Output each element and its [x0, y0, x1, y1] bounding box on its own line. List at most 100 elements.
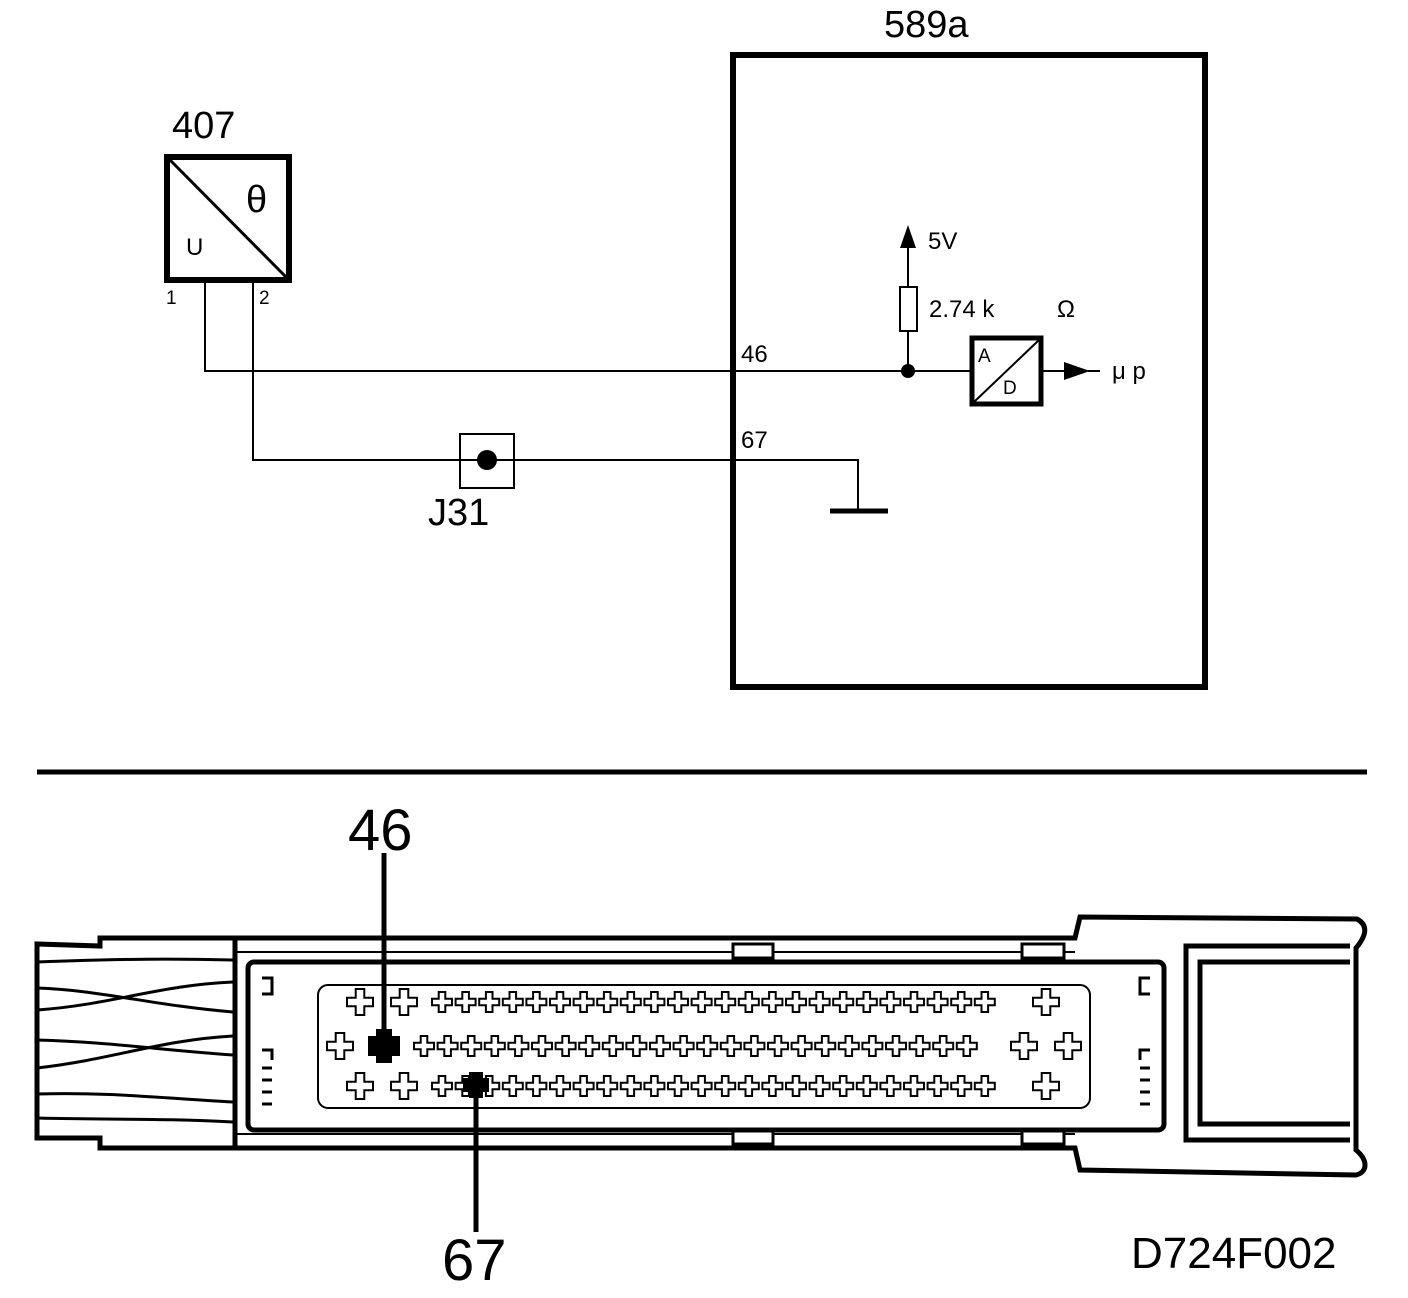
- pin-cavity: [832, 1075, 855, 1097]
- pin-cavity: [926, 991, 949, 1013]
- pin-cavity: [808, 1075, 831, 1097]
- signal-wire: [204, 283, 908, 372]
- ecu-pin-46-label: 46: [741, 341, 768, 368]
- supply-label: 5V: [928, 228, 957, 255]
- pin-cavity: [790, 1035, 813, 1057]
- pin-cavity: [1010, 1032, 1038, 1060]
- pin-cavity: [1032, 988, 1060, 1016]
- pin-cavity: [714, 1075, 737, 1097]
- cable-bundle: [34, 935, 238, 1151]
- sensor-id-label: 407: [172, 105, 235, 147]
- pin-67-marker-v: [469, 1072, 483, 1098]
- pin-cavity: [346, 988, 374, 1016]
- pin-cavity: [478, 991, 501, 1013]
- pin-cavity: [908, 1035, 931, 1057]
- figure-code-label: D724F002: [1131, 1229, 1336, 1278]
- pin-cavity: [667, 1075, 689, 1097]
- pin-cavity: [578, 1035, 601, 1057]
- pullup-resistor: [899, 286, 918, 332]
- pin-cavity: [431, 991, 453, 1013]
- pin-cavity: [667, 991, 689, 1013]
- pin-cavity: [861, 1035, 884, 1057]
- pin-cavity: [431, 1075, 453, 1097]
- pin-cavity: [879, 1075, 902, 1097]
- pin-46-marker-v: [376, 1029, 392, 1063]
- pin-cavity: [973, 991, 996, 1013]
- pin-cavity: [554, 1035, 577, 1057]
- pin-cavity: [903, 991, 925, 1013]
- pin-cavity: [885, 1035, 907, 1057]
- pin-cavity: [413, 1035, 435, 1057]
- pin-cavity: [903, 1075, 925, 1097]
- sensor-pin2-label: 2: [259, 288, 270, 309]
- pin-cavity: [643, 991, 666, 1013]
- pin-cavity: [549, 1075, 571, 1097]
- pin-cavity: [596, 991, 619, 1013]
- pin-cavity: [483, 1035, 506, 1057]
- pin-46-callout: 46: [348, 798, 413, 863]
- pin-cavity: [837, 1035, 860, 1057]
- pin-cavity: [572, 991, 595, 1013]
- resistor-unit-label: Ω: [1057, 296, 1075, 323]
- pin-cavity: [625, 1035, 648, 1057]
- pin-cavity: [549, 991, 571, 1013]
- pin-67-callout: 67: [442, 1228, 507, 1293]
- pin-cavity: [672, 1035, 695, 1057]
- pin-cavity: [761, 1075, 784, 1097]
- pin-cavity: [832, 991, 855, 1013]
- pin-cavity: [761, 991, 784, 1013]
- face-plate-slots: [262, 976, 1150, 1106]
- pin-cavity: [855, 1075, 878, 1097]
- sensor-diagonal: [168, 158, 288, 279]
- output-label: μ p: [1112, 358, 1146, 385]
- pin-cavity: [525, 991, 548, 1013]
- pin-cavity: [643, 1075, 666, 1097]
- pin-cavity: [690, 1075, 713, 1097]
- pin-cavity: [785, 1075, 807, 1097]
- pin-cavity: [767, 1035, 789, 1057]
- pin-cavity: [950, 991, 973, 1013]
- pin-cavity: [596, 1075, 619, 1097]
- junction-dot: [477, 450, 497, 470]
- junction-id-label: J31: [428, 492, 489, 534]
- ecu-box: [730, 52, 1208, 690]
- pin-cavity: [785, 991, 807, 1013]
- pin-cavity: [531, 1035, 553, 1057]
- sensor-u-symbol: U: [186, 234, 203, 261]
- pin-cavity: [719, 1035, 742, 1057]
- connector-bracket: [1183, 943, 1350, 1143]
- pin-cavity: [649, 1035, 671, 1057]
- pin-cavity: [690, 991, 713, 1013]
- pin-cavity: [436, 1035, 459, 1057]
- housing-clip-top: [1020, 942, 1066, 960]
- adc-d-label: D: [1003, 378, 1017, 399]
- pin-cavity: [454, 991, 477, 1013]
- pin-cavity: [955, 1035, 978, 1057]
- pin-cavity: [390, 1072, 418, 1100]
- pin-cavity: [501, 1075, 524, 1097]
- pin-cavity: [507, 1035, 530, 1057]
- pin-cavity: [973, 1075, 996, 1097]
- pin-cavity: [1032, 1072, 1060, 1100]
- ecu-pin-67-label: 67: [741, 427, 768, 454]
- adc-a-label: A: [978, 346, 991, 367]
- pin-cavity: [932, 1035, 955, 1057]
- pin-cavity: [737, 1075, 760, 1097]
- pin-cavity: [390, 988, 418, 1016]
- ground-wire: [252, 283, 859, 510]
- pin-cavity: [619, 1075, 642, 1097]
- pin-cavity: [808, 991, 831, 1013]
- pin-cavity: [346, 1072, 374, 1100]
- adc-diagonal: [973, 339, 1040, 403]
- pin-cavity: [1054, 1032, 1082, 1060]
- pin-cavity: [714, 991, 737, 1013]
- pin-cavity: [737, 991, 760, 1013]
- pin-cavity: [879, 991, 902, 1013]
- ecu-id-label: 589a: [884, 4, 969, 46]
- pin-cavity: [950, 1075, 973, 1097]
- sensor-theta-symbol: θ: [246, 179, 267, 221]
- pin-cavity: [501, 991, 524, 1013]
- pin-cavity: [619, 991, 642, 1013]
- pin-cavity: [743, 1035, 766, 1057]
